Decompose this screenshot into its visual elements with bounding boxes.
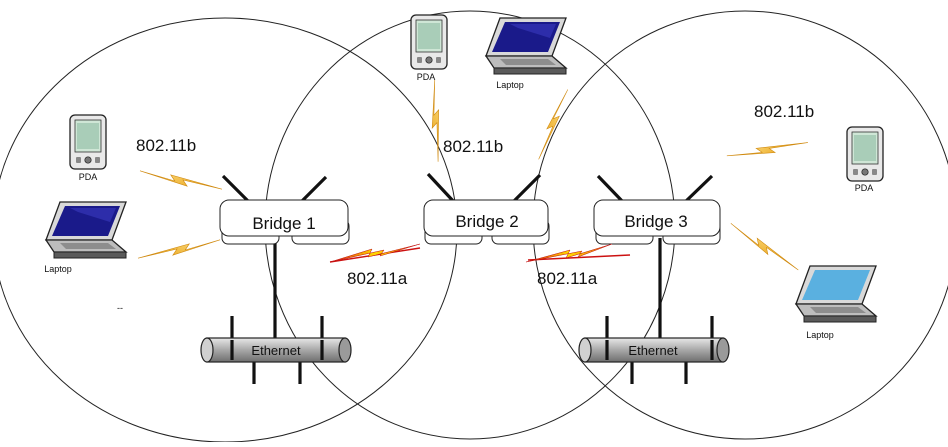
- bridge-2-label: Bridge 2: [455, 212, 518, 231]
- bridge-2: Bridge 2: [423, 199, 550, 245]
- pda-left: PDA: [69, 114, 107, 182]
- pda-top: PDA: [410, 14, 448, 82]
- antennas: [221, 172, 714, 205]
- ethernet-segment-2: Ethernet: [578, 337, 730, 363]
- pda-icon: [846, 126, 884, 182]
- wireless-bolt-pda-right: [726, 125, 809, 173]
- wireless-bolt-laptop-left: [137, 239, 221, 259]
- link-label-a-left: 802.11a: [347, 269, 408, 288]
- ethernet-label-1: Ethernet: [251, 343, 301, 358]
- pda-top-label: PDA: [417, 72, 436, 82]
- ethernet-segment-1: Ethernet: [200, 337, 352, 363]
- wireless-bolt-laptop-top: [538, 86, 569, 163]
- wireless-bolt-laptop-right: [723, 223, 806, 271]
- ethernet-label-2: Ethernet: [628, 343, 678, 358]
- pda-left-label: PDA: [79, 172, 98, 182]
- pda-icon: [410, 14, 448, 70]
- bridge-1: Bridge 1: [219, 199, 350, 245]
- pda-right: PDA: [846, 126, 884, 193]
- wireless-bolt-pda-left: [139, 170, 223, 190]
- pda-icon: [69, 114, 107, 170]
- bridge-3-label: Bridge 3: [624, 212, 687, 231]
- wired-links: [230, 238, 714, 384]
- stray-mark: --: [117, 303, 123, 313]
- laptop-icon: [795, 265, 877, 323]
- laptop-top-label: Laptop: [496, 80, 524, 90]
- link-a-right: [525, 243, 631, 263]
- laptop-right: Laptop: [795, 265, 877, 340]
- laptop-icon: [485, 17, 567, 75]
- laptop-left: Laptop: [44, 201, 127, 274]
- laptop-left-label: Laptop: [44, 264, 72, 274]
- laptop-icon: [45, 201, 127, 259]
- bridge-3: Bridge 3: [593, 199, 721, 245]
- laptop-right-label: Laptop: [806, 330, 834, 340]
- pda-right-label: PDA: [855, 183, 874, 193]
- link-label-b-middle: 802.11b: [443, 137, 503, 156]
- link-label-b-right: 802.11b: [754, 102, 814, 121]
- link-label-b-left: 802.11b: [136, 136, 196, 155]
- link-a-left: [329, 243, 421, 263]
- bridge-1-label: Bridge 1: [252, 214, 315, 233]
- laptop-top: Laptop: [485, 17, 567, 90]
- link-label-a-right: 802.11a: [537, 269, 598, 288]
